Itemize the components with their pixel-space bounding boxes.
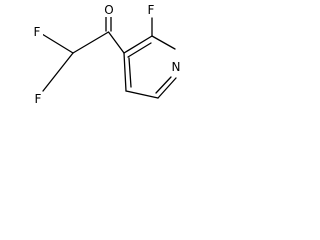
bond-chf2-to-f-top <box>41 33 74 54</box>
bond-ring-c5-c4 <box>123 52 127 92</box>
bond-chf2-to-f-bottom <box>42 52 74 92</box>
bonds <box>41 13 177 99</box>
atom-nitrogen: N <box>172 60 181 74</box>
bond-ring-c3-c2 <box>123 35 153 54</box>
atom-labels: O F F F N <box>31 3 182 106</box>
bond-ring-c2-to-n <box>151 35 176 50</box>
atom-fluorine-top: F <box>34 25 41 39</box>
bond-carbonyl-to-chf2 <box>72 31 110 54</box>
bond-ring-c6-c5 <box>125 90 159 99</box>
chemical-structure-diagram: O F F F N <box>31 3 182 106</box>
bond-ring-n-c6 <box>157 77 177 99</box>
bond-ring-c3-c2-inner <box>127 42 152 58</box>
atom-oxygen: O <box>104 3 113 17</box>
bond-ring-c5-c4-inner <box>128 57 132 88</box>
bond-ring-n-c6-inner <box>155 76 172 94</box>
atom-fluorine-ring: F <box>148 3 155 17</box>
atom-fluorine-bottom: F <box>35 92 42 106</box>
bond-carbonyl-to-ring <box>107 31 125 54</box>
